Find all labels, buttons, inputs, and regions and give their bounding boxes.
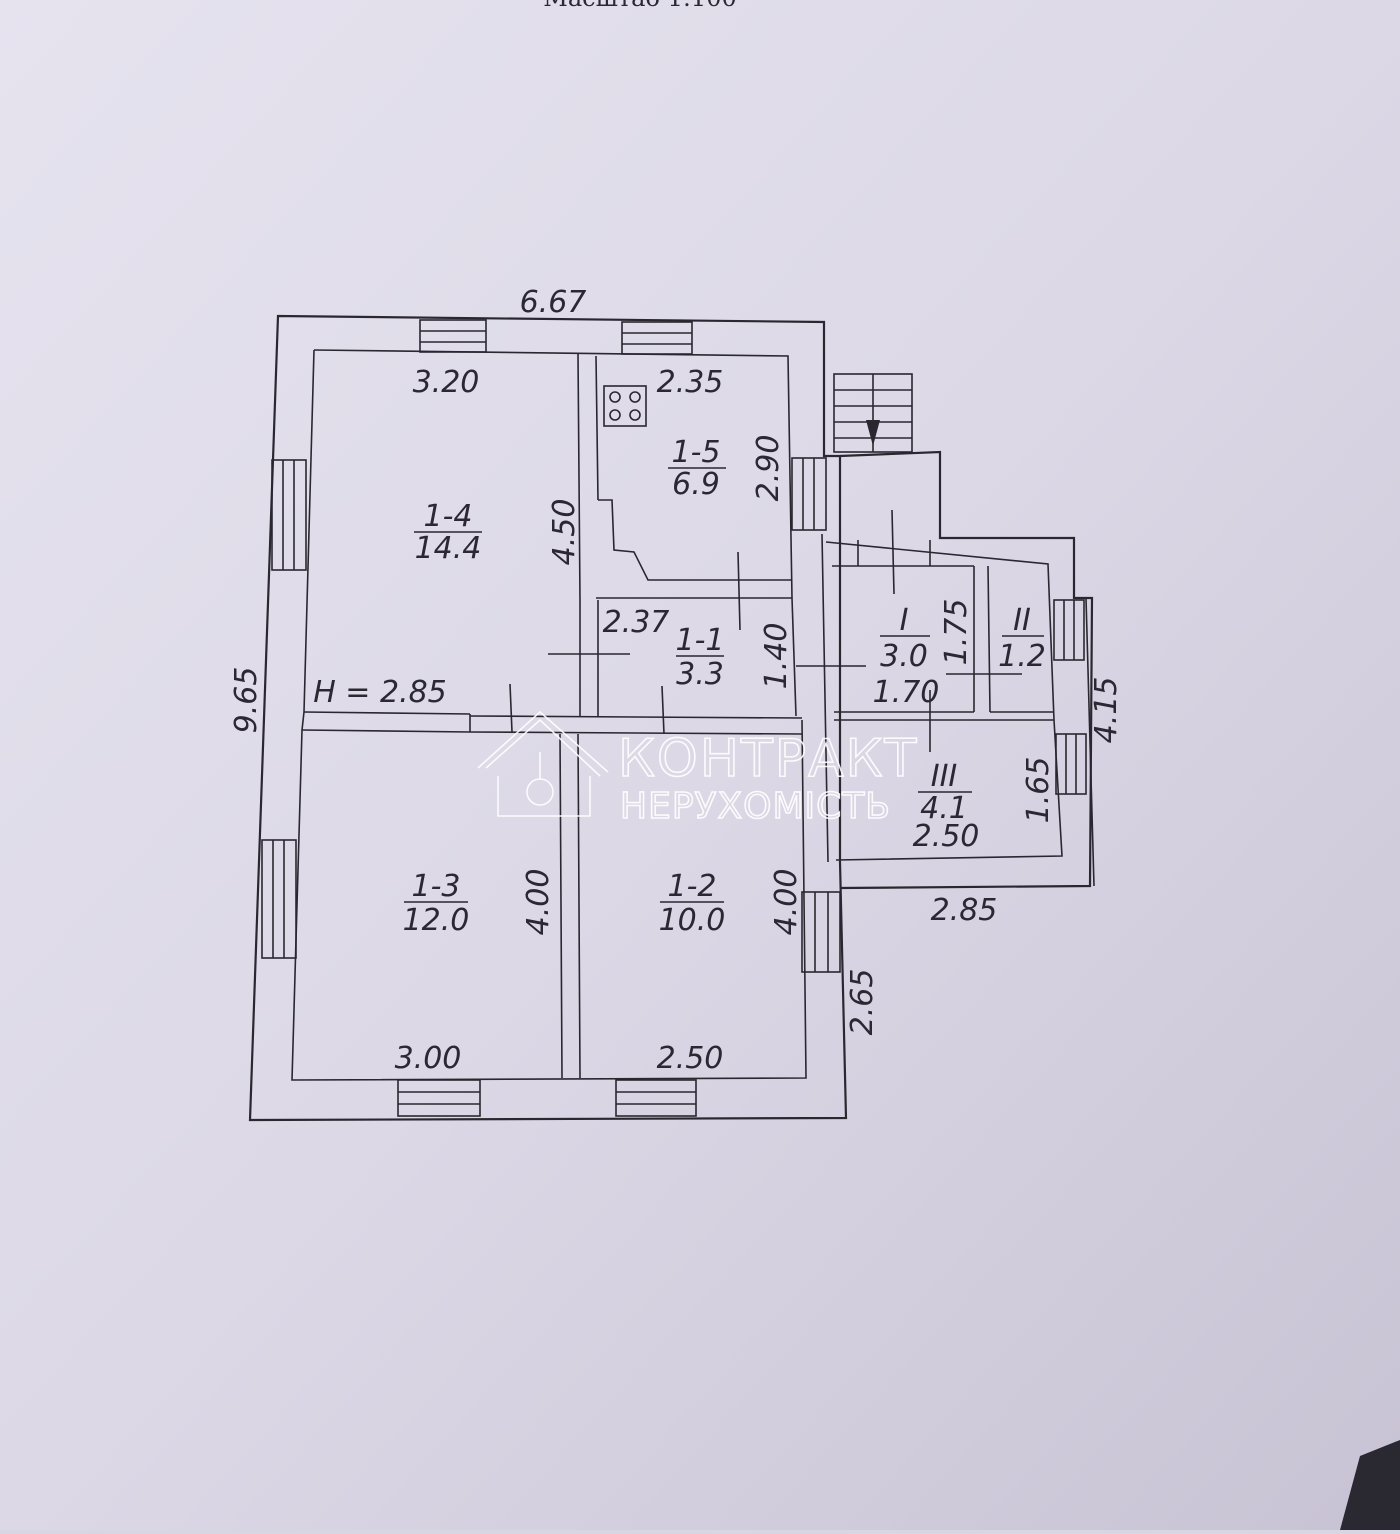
watermark-line-1: КОНТРАКТ xyxy=(618,729,918,789)
room-1-2-id: 1-2 xyxy=(668,869,717,904)
room-II-area: 1.2 xyxy=(998,639,1046,674)
door-marks xyxy=(509,509,1022,752)
room-1-4-width: 3.20 xyxy=(413,365,480,400)
room-1-2-height: 4.00 xyxy=(769,869,804,936)
stove-icon xyxy=(603,385,647,427)
room-1-5-area: 6.9 xyxy=(672,467,720,502)
room-1-2-area: 10.0 xyxy=(659,903,726,938)
room-III-height: 1.65 xyxy=(1021,757,1056,824)
room-1-1-area: 3.3 xyxy=(676,657,724,692)
watermark: КОНТРАКТ НЕРУХОМІСТЬ xyxy=(477,710,918,828)
dim-right-lower: 2.65 xyxy=(845,969,880,1036)
room-1-4-height: 4.50 xyxy=(547,499,582,566)
ceiling-height: H = 2.85 xyxy=(313,675,447,710)
room-I-id: I xyxy=(900,603,909,638)
room-III-id: III xyxy=(931,759,958,794)
dim-annex-height: 4.15 xyxy=(1089,677,1124,744)
dim-top-width: 6.67 xyxy=(520,285,587,320)
room-1-3-width: 3.00 xyxy=(395,1041,462,1076)
room-1-1-id: 1-1 xyxy=(676,623,725,658)
windows xyxy=(261,319,1087,1117)
room-1-3-area: 12.0 xyxy=(403,903,470,938)
room-1-3-id: 1-3 xyxy=(412,869,461,904)
room-1-1-width: 2.37 xyxy=(603,605,670,640)
annex-walls xyxy=(825,450,1094,890)
porch-stairs xyxy=(833,373,913,453)
room-III-width: 2.50 xyxy=(913,819,980,854)
room-1-5-width: 2.35 xyxy=(657,365,724,400)
room-1-2-width: 2.50 xyxy=(657,1041,724,1076)
room-I-width: 1.70 xyxy=(873,675,940,710)
room-II-id: II xyxy=(1013,603,1031,638)
room-1-1-height: 1.40 xyxy=(759,623,794,690)
dim-annex-width: 2.85 xyxy=(931,893,998,928)
dimension-leaders xyxy=(1085,597,1095,887)
room-1-4-id: 1-4 xyxy=(424,499,473,534)
stair-arrow-icon xyxy=(866,420,880,446)
house-key-logo-icon xyxy=(477,710,609,817)
room-1-4-area: 14.4 xyxy=(415,531,482,566)
room-1-5-id: 1-5 xyxy=(672,435,721,470)
watermark-line-2: НЕРУХОМІСТЬ xyxy=(620,786,891,827)
room-I-height: 1.75 xyxy=(939,599,974,666)
photo-corner-shadow xyxy=(1340,1440,1400,1530)
room-III-area: 4.1 xyxy=(920,791,968,826)
room-I-area: 3.0 xyxy=(880,639,928,674)
room-1-5-height: 2.90 xyxy=(751,435,786,502)
room-1-3-height: 4.00 xyxy=(521,869,556,936)
dim-left-height: 9.65 xyxy=(229,667,264,734)
scale-caption: Масштаб 1:100 xyxy=(543,0,736,12)
